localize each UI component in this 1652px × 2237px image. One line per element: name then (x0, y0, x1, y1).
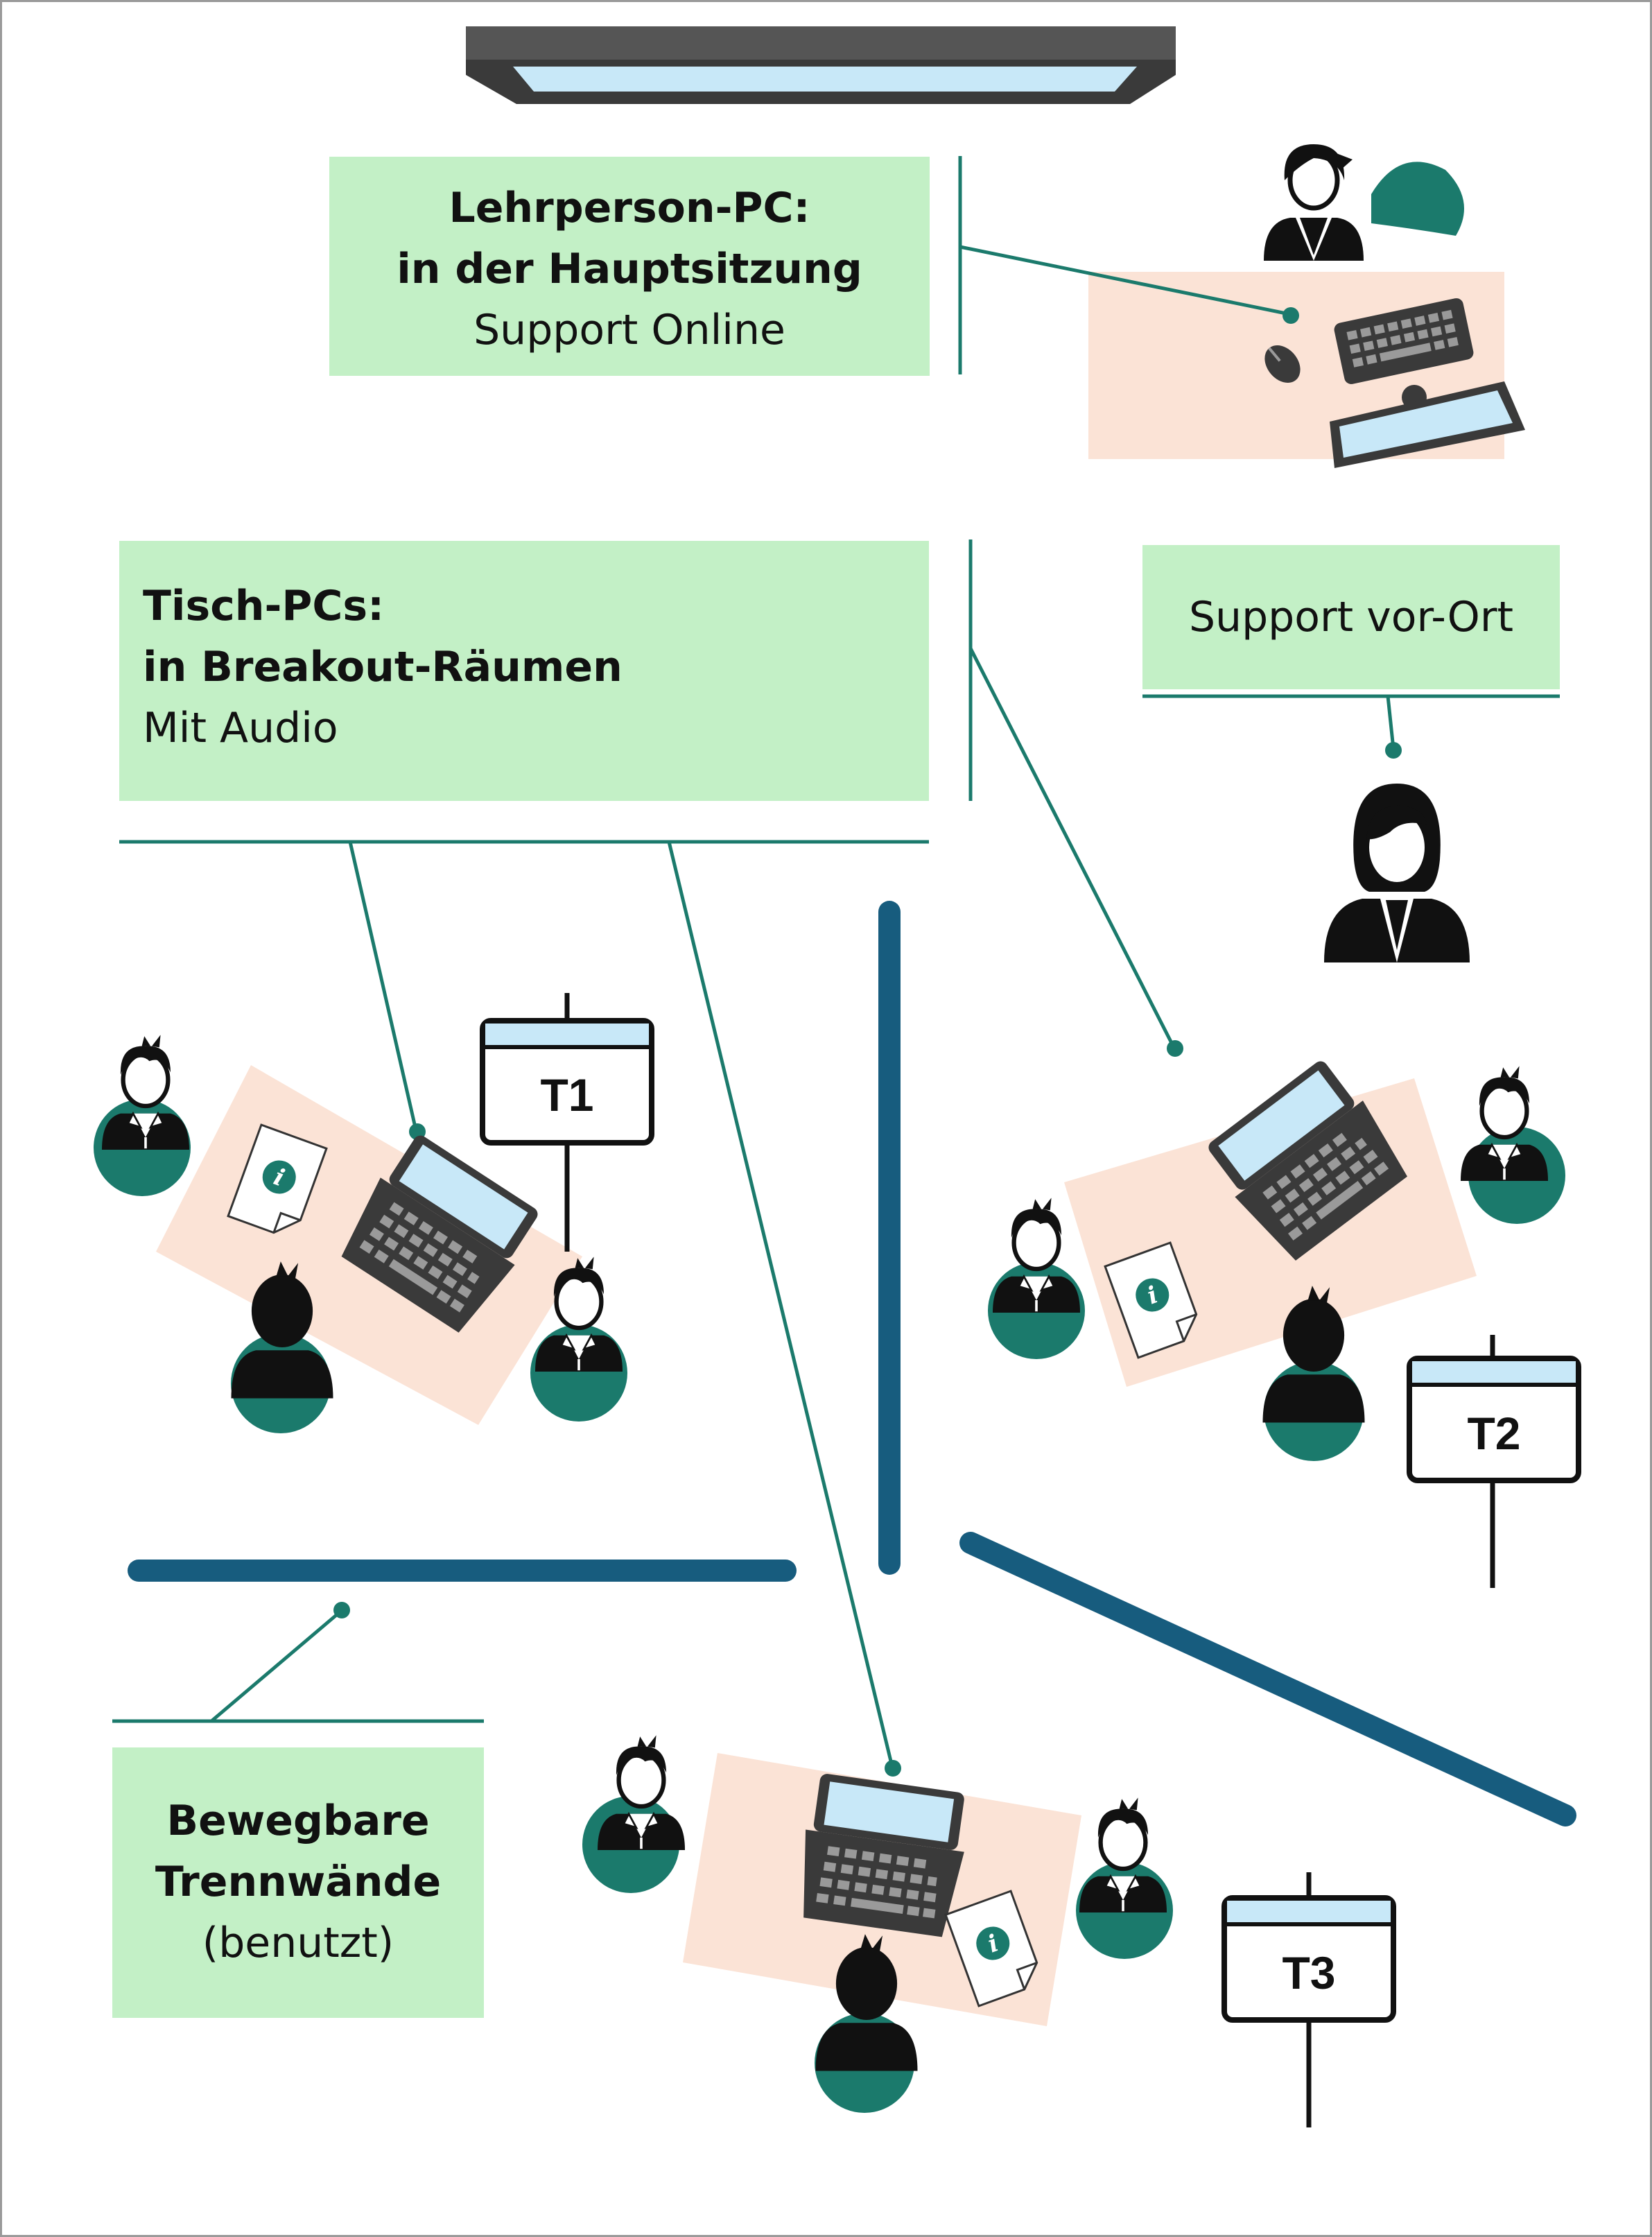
sign-t2-label: T2 (1467, 1408, 1520, 1459)
label-teacher-pc: Lehrperson-PC: in der Hauptsitzung Suppo… (329, 157, 930, 376)
monitor-icon (1330, 381, 1525, 468)
person-icon (815, 1934, 918, 2113)
person-icon (231, 1261, 333, 1433)
person-icon (94, 1035, 191, 1196)
label-movable-walls: Bewegbare Trennwände (benutzt) (112, 1747, 484, 2018)
person-icon (1076, 1797, 1173, 1959)
sign-t3: T3 (1224, 1898, 1393, 2020)
keyboard-icon (1334, 298, 1474, 384)
person-icon (988, 1198, 1085, 1359)
label-teacher-line2: in der Hauptsitzung (397, 245, 862, 293)
label-walls-line3: (benutzt) (202, 1919, 394, 1967)
teacher-person-icon (1264, 144, 1364, 261)
mouse-icon (1264, 345, 1301, 383)
label-table-pcs: Tisch-PCs: in Breakout-Räumen Mit Audio (119, 541, 929, 801)
label-tables-line1: Tisch-PCs: (143, 582, 385, 630)
sign-t3-label: T3 (1282, 1947, 1335, 1998)
label-walls-line1: Bewegbare (166, 1797, 430, 1845)
sign-t1-label: T1 (540, 1069, 593, 1121)
person-icon (582, 1735, 685, 1893)
teacher-connector (959, 245, 1290, 316)
wall-diagonal (959, 1532, 1576, 1826)
person-icon (530, 1256, 627, 1422)
sign-t1: T1 (482, 1021, 652, 1143)
label-teacher-line1: Lehrperson-PC: (449, 184, 810, 232)
person-icon (1262, 1286, 1365, 1461)
person-icon (1461, 1066, 1565, 1224)
label-walls-line2: Trennwände (155, 1858, 442, 1906)
table-t1: T1 (94, 993, 652, 1433)
support-person-icon (1324, 784, 1470, 962)
label-support-onsite: Support vor-Ort (1142, 545, 1560, 689)
connector-t3 (667, 841, 894, 1768)
projector-screen-icon (466, 26, 1176, 104)
label-tables-line2: in Breakout-Räumen (143, 643, 623, 691)
label-tables-line3: Mit Audio (143, 704, 338, 752)
table-t2: T2 (988, 1054, 1579, 1588)
speech-bubble-icon (1371, 162, 1464, 236)
laptop-icon (793, 1772, 973, 1939)
connector-t2 (968, 647, 1176, 1048)
table-t3: T3 (582, 1735, 1393, 2127)
label-teacher-line3: Support Online (473, 306, 785, 354)
label-onsite-line1: Support vor-Ort (1188, 593, 1514, 641)
connector-t1 (348, 841, 418, 1131)
sign-t2: T2 (1409, 1358, 1579, 1480)
